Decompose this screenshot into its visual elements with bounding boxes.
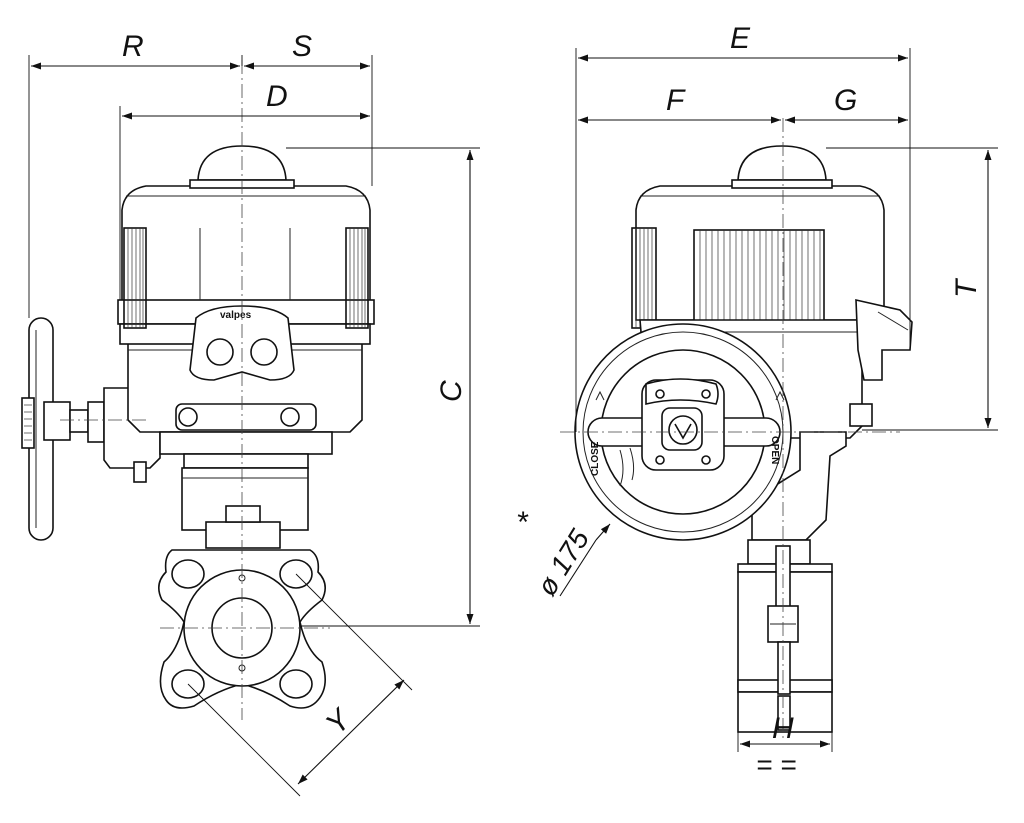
grip-band-right xyxy=(345,227,369,329)
grip-band-left xyxy=(123,227,147,329)
dim-label-T: T xyxy=(950,277,983,298)
dim-label-H: H xyxy=(772,712,794,745)
dim-label-D: D xyxy=(266,80,288,113)
dim-label-diameter: ø 175 xyxy=(531,524,595,602)
equal-mark: = = xyxy=(756,749,796,780)
dim-label-G: G xyxy=(834,84,857,117)
handwheel-close-text: CLOSE xyxy=(590,441,601,476)
front-view: valpes xyxy=(21,60,375,720)
logo-wordmark: valpes xyxy=(220,310,252,321)
dim-asterisk: * xyxy=(516,506,529,539)
dim-label-R: R xyxy=(122,30,144,63)
dim-label-E: E xyxy=(730,22,751,55)
handwheel-open-text: OPEN xyxy=(769,436,780,464)
valve-body-side xyxy=(737,539,833,733)
side-view: CLOSE OPEN xyxy=(560,118,913,740)
handwheel-side xyxy=(21,317,105,541)
dim-label-S: S xyxy=(292,30,312,63)
dim-label-Y: Y xyxy=(320,702,359,741)
dim-label-C: C xyxy=(435,380,468,402)
valve-body-front xyxy=(158,549,326,709)
dim-label-F: F xyxy=(666,84,686,117)
